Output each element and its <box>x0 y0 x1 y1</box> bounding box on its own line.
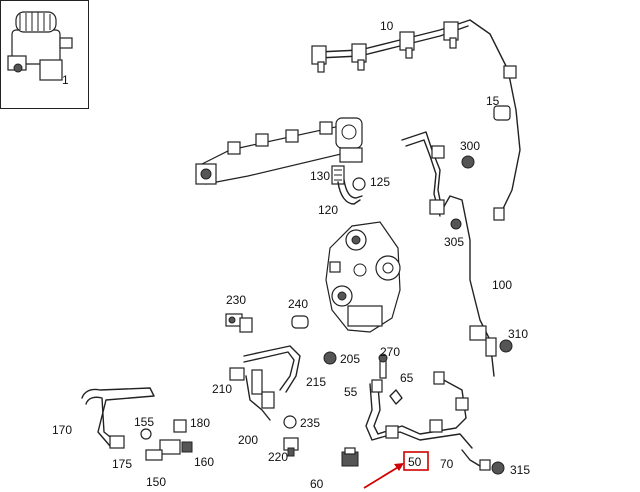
pipe-200 <box>245 375 275 421</box>
bolt-270 <box>378 353 388 379</box>
callout-15[interactable]: 15 <box>486 94 500 108</box>
nut-315 <box>479 459 505 475</box>
callout-65[interactable]: 65 <box>400 371 414 385</box>
callout-150[interactable]: 150 <box>146 475 166 489</box>
injector-connector <box>443 21 459 49</box>
callout-180[interactable]: 180 <box>190 416 210 430</box>
callout-70[interactable]: 70 <box>440 457 454 471</box>
pipe-210 <box>229 345 301 395</box>
injector-connector <box>351 43 367 71</box>
callout-50[interactable]: 50 <box>408 455 422 469</box>
callout-130[interactable]: 130 <box>310 169 330 183</box>
callout-230[interactable]: 230 <box>226 293 246 307</box>
callout-305[interactable]: 305 <box>444 235 464 249</box>
callout-120[interactable]: 120 <box>318 203 338 217</box>
injector-connector <box>311 45 327 73</box>
highlight-box-50 <box>403 451 429 471</box>
injector-connector <box>399 31 415 59</box>
pipe-50 <box>365 371 473 449</box>
callout-60[interactable]: 60 <box>310 477 324 491</box>
callout-1[interactable]: 1 <box>62 73 69 87</box>
callout-205[interactable]: 205 <box>340 352 360 366</box>
pipe-170 <box>81 387 155 449</box>
callout-100[interactable]: 100 <box>492 278 512 292</box>
cap-240 <box>291 315 309 329</box>
return-line-10 <box>311 19 521 221</box>
callout-170[interactable]: 170 <box>52 423 72 437</box>
line-100 <box>401 131 497 377</box>
sensor-220 <box>283 437 299 457</box>
high-pressure-pump <box>325 221 401 333</box>
callout-200[interactable]: 200 <box>238 433 258 447</box>
pump-module-drawing <box>7 11 73 81</box>
pipe-70-segment <box>461 449 481 467</box>
callout-125[interactable]: 125 <box>370 175 390 189</box>
callout-160[interactable]: 160 <box>194 455 214 469</box>
callout-210[interactable]: 210 <box>212 382 232 396</box>
callout-270[interactable]: 270 <box>380 345 400 359</box>
callout-175[interactable]: 175 <box>112 457 132 471</box>
callout-220[interactable]: 220 <box>268 450 288 464</box>
sensor-60 <box>341 447 359 467</box>
highlight-arrow <box>363 463 404 489</box>
callout-240[interactable]: 240 <box>288 297 308 311</box>
callout-315[interactable]: 315 <box>510 463 530 477</box>
seal-155 <box>140 428 152 440</box>
seal-125 <box>352 177 366 191</box>
nut-305 <box>450 218 462 230</box>
callout-10[interactable]: 10 <box>380 19 394 33</box>
line-coupling <box>503 65 517 79</box>
callout-55[interactable]: 55 <box>344 385 358 399</box>
fitting-130 <box>331 165 345 185</box>
fuel-rail <box>195 117 363 185</box>
line-end-fitting <box>493 207 505 221</box>
callout-215[interactable]: 215 <box>306 375 326 389</box>
clip-15 <box>493 105 511 121</box>
callout-155[interactable]: 155 <box>134 415 154 429</box>
nut-205 <box>323 351 337 365</box>
fitting-180 <box>173 419 187 433</box>
callout-235[interactable]: 235 <box>300 416 320 430</box>
clip-65 <box>389 389 403 405</box>
nut-310 <box>499 339 513 353</box>
sensor-230 <box>225 313 253 333</box>
seal-235 <box>283 415 297 429</box>
callout-300[interactable]: 300 <box>460 139 480 153</box>
callout-310[interactable]: 310 <box>508 327 528 341</box>
inset-part-1: 1 <box>0 0 89 109</box>
sensor-160 <box>145 439 193 461</box>
nut-300 <box>461 155 475 169</box>
pipe-120 <box>337 179 363 205</box>
